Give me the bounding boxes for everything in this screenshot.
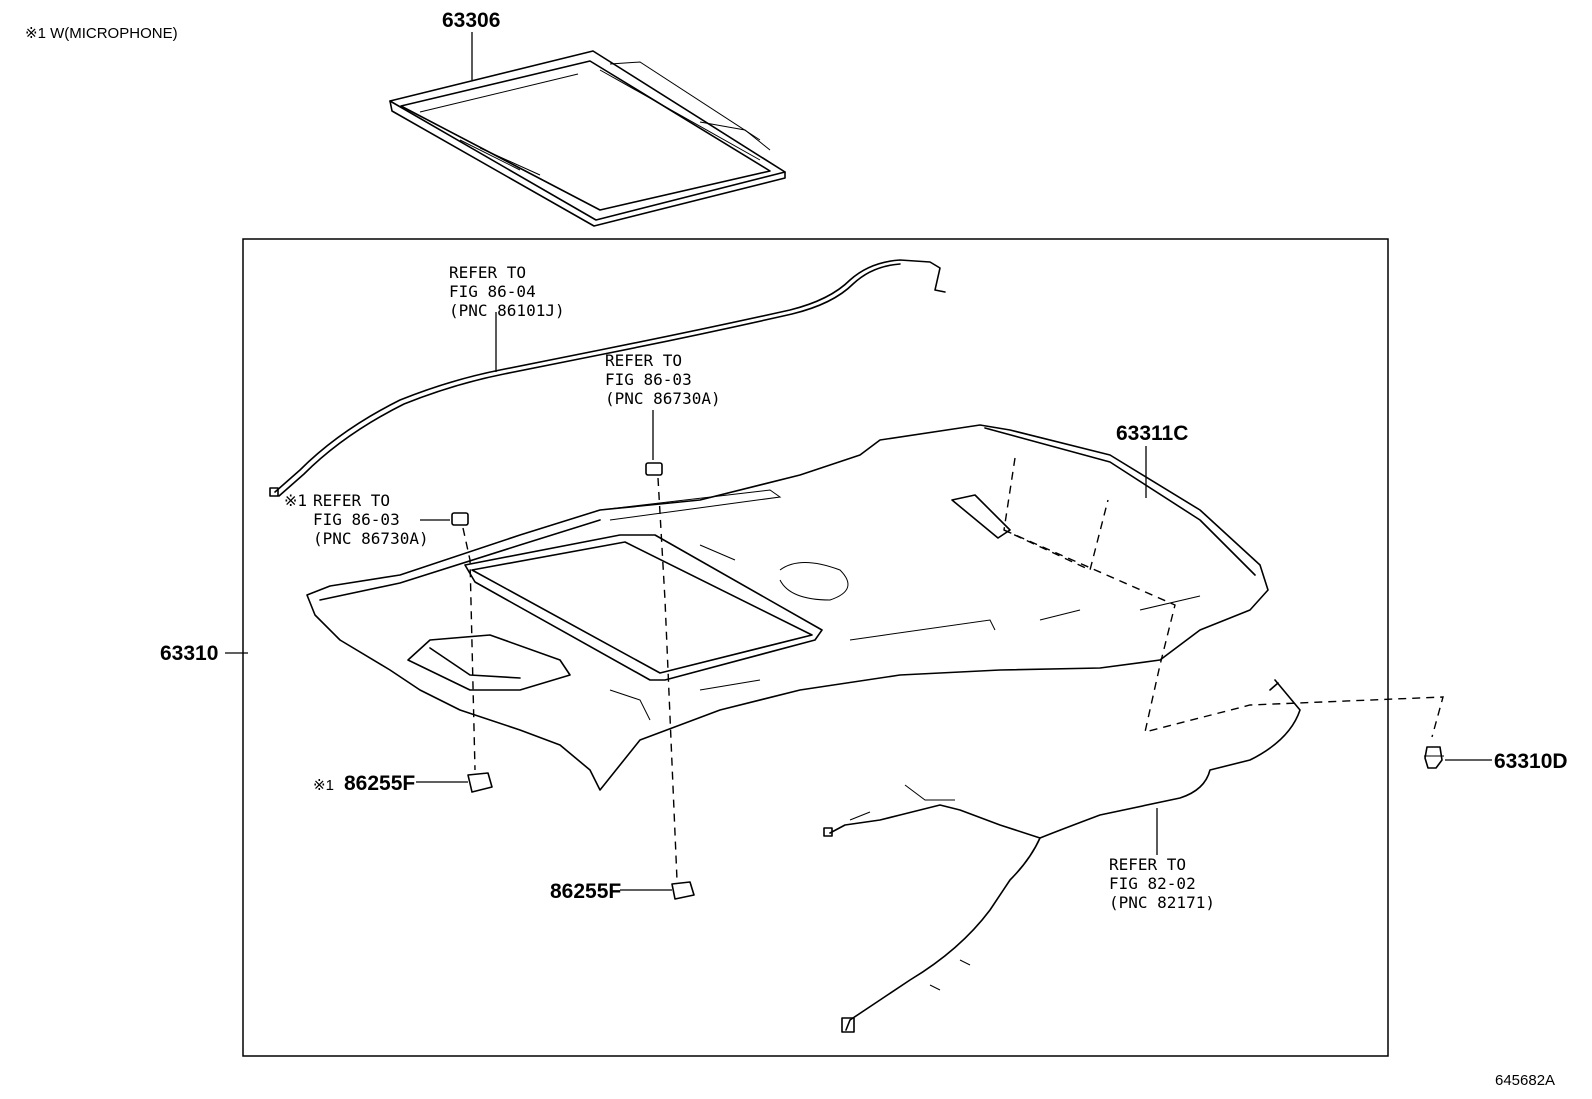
top-wire-ref-line2: FIG 86-04: [449, 282, 536, 301]
bottom-wire-ref-line2: FIG 82-02: [1109, 874, 1196, 893]
headliner-sub-part-number: 63311C: [1116, 422, 1188, 445]
center-lamp-ref-line2: FIG 86-03: [605, 370, 692, 389]
clip-drawing: [1424, 746, 1444, 769]
headliner-drawing: [306, 424, 1269, 791]
left-lamp-ref-line1: REFER TO: [313, 491, 390, 510]
clip-part-number: 63310D: [1494, 750, 1568, 773]
left-lamp-dashline: [462, 527, 476, 771]
center-lamp-bulb: [645, 462, 663, 476]
left-lamp-part-number: 86255F: [344, 772, 415, 795]
left-lamp-part: [467, 772, 493, 793]
center-lamp-part-number: 86255F: [550, 880, 621, 903]
bottom-wire-ref-line1: REFER TO: [1109, 855, 1186, 874]
top-wire-harness: [269, 259, 946, 497]
top-wire-ref-line3: (PNC 86101J): [449, 301, 565, 320]
roof-shade-part-number: 63306: [442, 9, 500, 32]
center-lamp-ref-line1: REFER TO: [605, 351, 682, 370]
headliner-part-number: 63310: [160, 642, 218, 665]
left-lamp-bulb: [451, 512, 469, 526]
center-lamp-dashline: [657, 477, 678, 881]
left-lamp-ref-line2: FIG 86-03: [313, 510, 400, 529]
left-lamp-mark: ※1: [313, 777, 334, 794]
left-lamp-ref-mark: ※1: [284, 491, 307, 510]
top-wire-ref-line1: REFER TO: [449, 263, 526, 282]
bottom-wire-ref-line3: (PNC 82171): [1109, 893, 1215, 912]
left-lamp-ref-line3: (PNC 86730A): [313, 529, 429, 548]
headliner-sub-region: [1003, 457, 1444, 738]
bottom-wire-harness: [823, 679, 1301, 1033]
roof-shade-drawing: [389, 50, 786, 227]
microphone-note: ※1 W(MICROPHONE): [25, 25, 178, 42]
center-lamp-part: [671, 881, 695, 900]
center-lamp-ref-line3: (PNC 86730A): [605, 389, 721, 408]
assembly-frame: [242, 238, 1389, 1057]
figure-id: 645682A: [1495, 1072, 1555, 1089]
